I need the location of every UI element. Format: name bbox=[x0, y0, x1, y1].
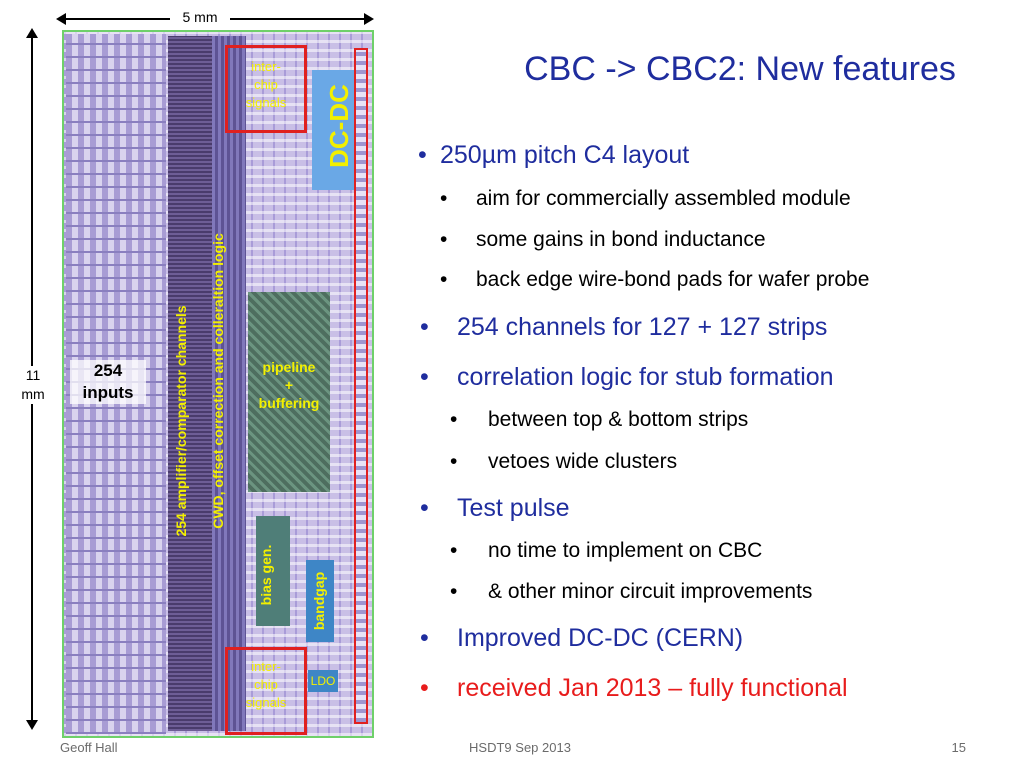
dcdc-block bbox=[312, 70, 354, 190]
page-number: 15 bbox=[951, 740, 966, 755]
interchip-label-top: inter- chip signals bbox=[245, 59, 287, 110]
footer-author: Geoff Hall bbox=[60, 740, 118, 755]
ldo-block bbox=[308, 670, 338, 692]
bandgap-label: bandgap bbox=[311, 571, 327, 631]
height-label: 11 mm bbox=[14, 366, 52, 404]
bias-block bbox=[256, 516, 290, 626]
interchip-box-bottom bbox=[225, 647, 307, 735]
slide-title: CBC -> CBC2: New features bbox=[524, 50, 956, 88]
amplifier-label: 254 amplifier/comparator channels bbox=[173, 305, 189, 537]
list-item: •aim for commercially assembled module bbox=[440, 187, 851, 210]
amplifier-block bbox=[168, 36, 212, 731]
bandgap-block bbox=[306, 560, 334, 642]
list-item: •254 channels for 127 + 127 strips bbox=[420, 313, 828, 341]
interchip-label-bottom: inter- chip signals bbox=[245, 659, 287, 710]
list-item: •250µm pitch C4 layout bbox=[418, 141, 690, 169]
wire-bond-pad-strip bbox=[354, 48, 368, 724]
dcdc-label: DC-DC bbox=[324, 84, 354, 168]
list-item: •some gains in bond inductance bbox=[440, 228, 766, 251]
interchip-box-top bbox=[225, 45, 307, 133]
list-item: •Test pulse bbox=[420, 494, 570, 522]
footer-event: HSDT9 Sep 2013 bbox=[469, 740, 571, 755]
list-item: •received Jan 2013 – fully functional bbox=[420, 674, 848, 702]
list-item: •vetoes wide clusters bbox=[450, 450, 678, 473]
list-item: •correlation logic for stub formation bbox=[420, 363, 834, 391]
list-item: •back edge wire-bond pads for wafer prob… bbox=[440, 268, 870, 291]
list-item: •between top & bottom strips bbox=[450, 408, 749, 431]
width-label: 5 mm bbox=[170, 9, 230, 25]
list-item: •Improved DC-DC (CERN) bbox=[420, 624, 744, 652]
pipeline-block bbox=[248, 292, 330, 492]
ldo-label: LDO bbox=[310, 674, 336, 688]
inputs-label: 254 inputs bbox=[70, 360, 146, 404]
bias-label: bias gen. bbox=[258, 544, 274, 606]
pipeline-label: pipeline + buffering bbox=[258, 359, 320, 411]
chip-layout-figure: 5 mm 11 mm 254 inputs 254 amplifier/comp… bbox=[0, 0, 400, 768]
cwd-label: CWD, offset correction and colleraltion … bbox=[210, 233, 226, 529]
list-item: •no time to implement on CBC bbox=[450, 539, 763, 562]
cwd-block bbox=[212, 36, 246, 731]
list-item: •& other minor circuit improvements bbox=[450, 580, 813, 603]
